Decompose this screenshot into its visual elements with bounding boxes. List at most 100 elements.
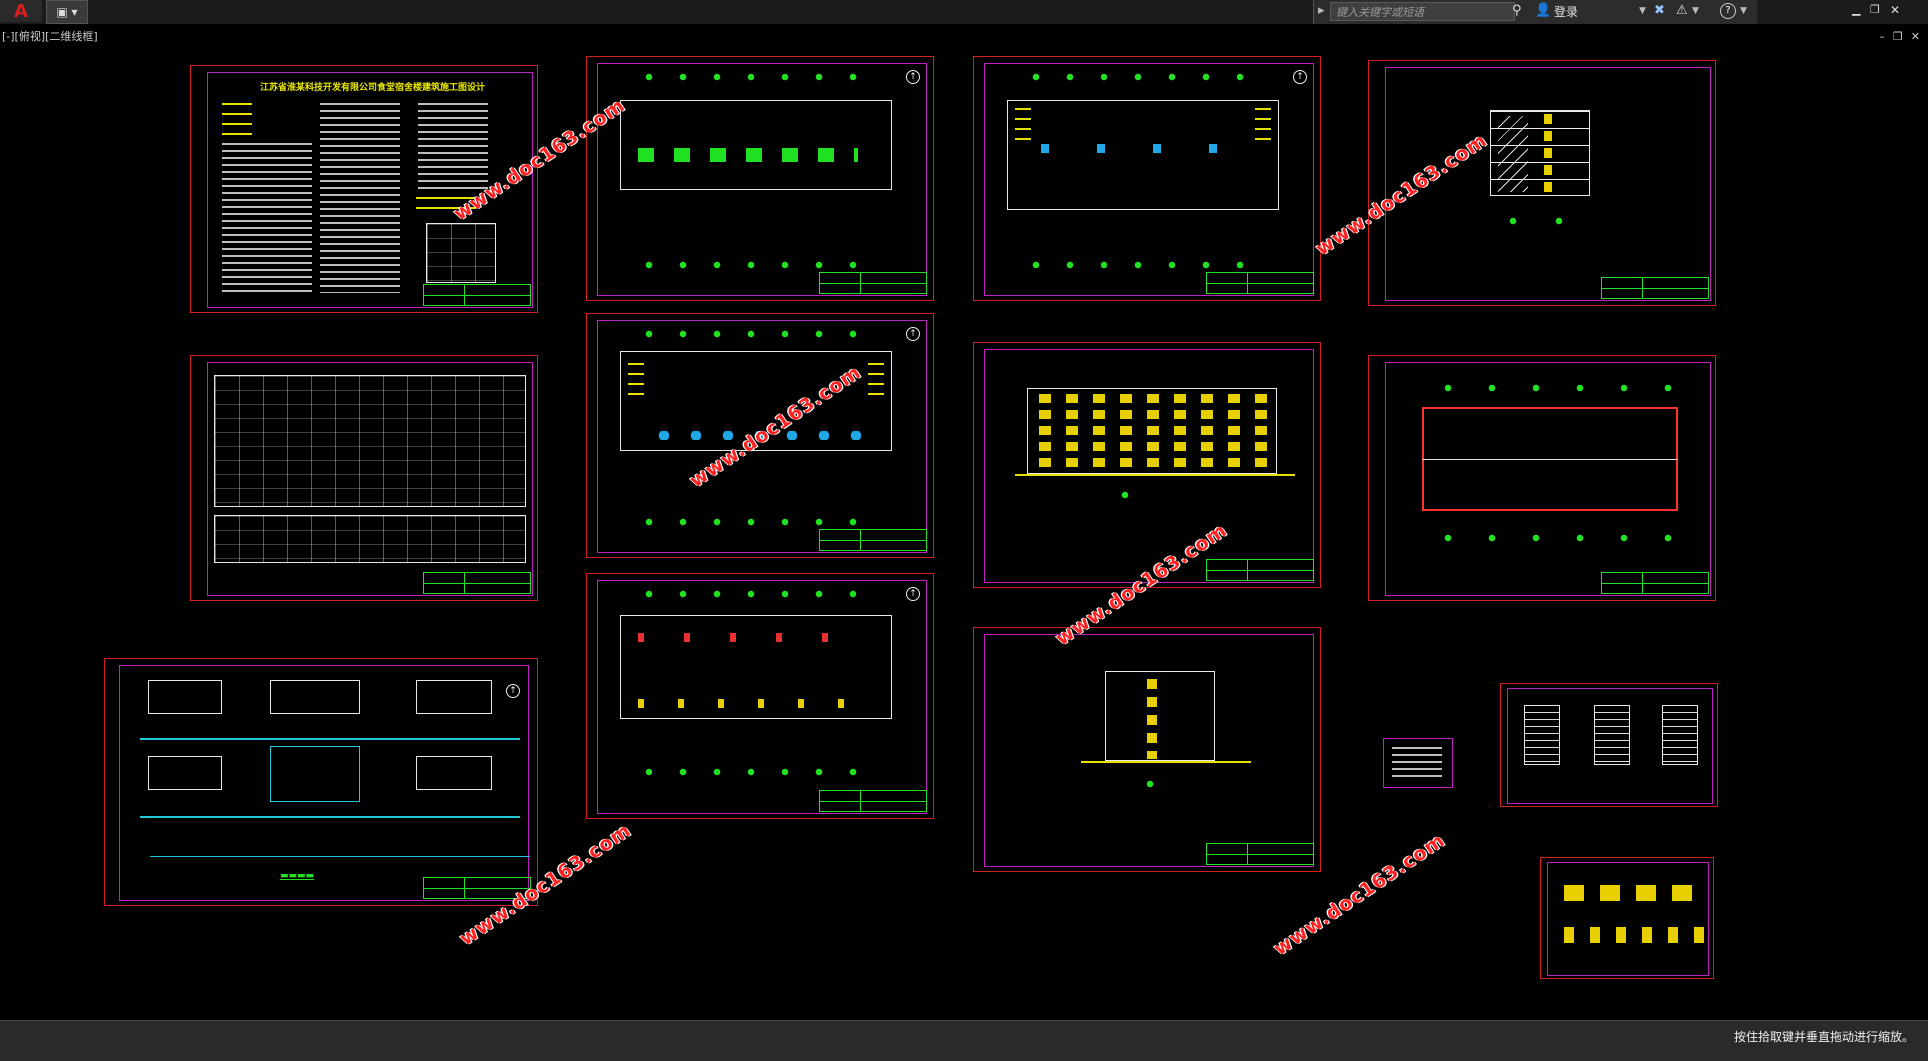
roof-ridge-line xyxy=(1422,459,1678,460)
exchange-icon[interactable]: ✖ xyxy=(1654,3,1665,18)
sheet-finish-schedule[interactable] xyxy=(190,355,538,601)
title-block xyxy=(1206,559,1314,581)
restore-drawing-icon[interactable]: ❐ xyxy=(1892,30,1903,43)
door-marks xyxy=(638,699,868,708)
round-tables xyxy=(648,431,868,440)
search-input[interactable]: 键入关键字或短语 xyxy=(1330,2,1515,21)
north-arrow-icon: ↑ xyxy=(1293,70,1307,84)
help-icon[interactable]: ? xyxy=(1720,3,1736,19)
sheet-typical-floor-plan[interactable]: ↑ xyxy=(586,573,934,819)
close-drawing-icon[interactable]: ✕ xyxy=(1910,30,1920,43)
stair-flights xyxy=(1498,116,1528,192)
site-road xyxy=(140,738,520,740)
cover-title: 江苏省淮某科技开发有限公司食堂宿舍楼建筑施工图设计 xyxy=(260,83,486,93)
grid-axis-bubbles xyxy=(1025,490,1285,500)
quick-access-button[interactable]: ▣ ▾ xyxy=(46,0,88,24)
floor-plan-outline xyxy=(620,615,892,719)
stair-plan xyxy=(1594,705,1630,765)
sheet-second-floor-plan[interactable]: ↑ xyxy=(586,313,934,558)
stair-symbol xyxy=(1015,108,1031,148)
north-arrow-icon: ↑ xyxy=(506,684,520,698)
sheet-detail-small[interactable] xyxy=(1383,738,1453,788)
title-block xyxy=(819,529,927,551)
room-fixtures xyxy=(1041,144,1261,153)
window-row xyxy=(1039,426,1269,435)
window-row xyxy=(1039,394,1269,403)
sheet-roof-plan[interactable] xyxy=(1368,355,1716,601)
site-building xyxy=(148,680,222,714)
command-line-bar[interactable]: 按住拾取键并垂直拖动进行缩放。 xyxy=(0,1020,1928,1061)
title-block xyxy=(1601,277,1709,299)
title-block xyxy=(1206,843,1314,865)
restore-app-icon[interactable]: ❐ xyxy=(1870,3,1880,16)
close-app-icon[interactable]: ✕ xyxy=(1890,3,1901,17)
grid-axis-bubbles xyxy=(1095,779,1225,789)
chevron-down-icon[interactable]: ▼ xyxy=(1639,6,1646,16)
infocenter-bar: ▸ 键入关键字或短语 ⚲ 👤 登录 ▼ ✖ ⚠ ▼ ? ▼ xyxy=(1313,0,1757,24)
door-elevations xyxy=(1564,927,1704,943)
application-menu-button[interactable]: A xyxy=(0,0,42,22)
site-building xyxy=(270,680,360,714)
title-block xyxy=(819,272,927,294)
status-message: 按住拾取键并垂直拖动进行缩放。 xyxy=(1733,1030,1914,1044)
north-arrow-icon: ↑ xyxy=(906,70,920,84)
sheet-site-plan[interactable]: ↑ ▬▬▬▬ xyxy=(104,658,538,906)
viewport-controls-label[interactable]: [-][俯视][二维线框] xyxy=(2,30,98,43)
window-row xyxy=(1039,442,1269,451)
dining-tables xyxy=(638,148,858,162)
door-window-table xyxy=(426,223,496,283)
app-logo-icon: A xyxy=(14,0,28,22)
elevation-outline xyxy=(1105,671,1215,761)
grid-axis-bubbles xyxy=(632,260,872,270)
sheet-window-details[interactable] xyxy=(1540,857,1714,979)
connect-icon[interactable]: ⚠ xyxy=(1676,3,1688,18)
floor-plan-outline xyxy=(1007,100,1279,210)
grid-axis-bubbles xyxy=(632,72,872,82)
grid-axis-bubbles xyxy=(632,329,872,339)
binoculars-icon[interactable]: ⚲ xyxy=(1512,3,1522,18)
room-finish-table xyxy=(214,515,526,563)
stair-plan xyxy=(1524,705,1560,765)
floor-plan-outline xyxy=(620,351,892,451)
notes-yellow-marks xyxy=(416,197,476,209)
user-icon: 👤 xyxy=(1535,3,1552,18)
notes-column-3 xyxy=(418,103,488,193)
minimize-app-icon[interactable]: ▁ xyxy=(1852,3,1861,16)
sheet-section[interactable] xyxy=(1368,60,1716,306)
sheet-side-elevation[interactable] xyxy=(973,627,1321,872)
bathroom-fixtures xyxy=(638,633,868,642)
grid-axis-bubbles xyxy=(1019,260,1259,270)
north-arrow-icon: ↑ xyxy=(906,327,920,341)
login-button[interactable]: 登录 xyxy=(1554,5,1579,19)
stair-windows xyxy=(1147,679,1157,759)
grid-axis-bubbles xyxy=(1426,533,1686,543)
grid-axis-bubbles xyxy=(1019,72,1259,82)
window-elevations xyxy=(1564,885,1704,901)
site-building xyxy=(416,680,492,714)
notes-column-2 xyxy=(320,103,400,293)
ground-line xyxy=(1015,474,1295,476)
chevron-down-icon[interactable]: ▼ xyxy=(1740,6,1747,16)
finish-schedule-table xyxy=(214,375,526,507)
expand-arrow-icon[interactable]: ▸ xyxy=(1318,3,1325,18)
section-windows xyxy=(1544,114,1552,192)
stair-symbol xyxy=(628,363,644,403)
window-row xyxy=(1039,410,1269,419)
title-block xyxy=(423,284,531,306)
title-bar: A ▣ ▾ ▸ 键入关键字或短语 ⚲ 👤 登录 ▼ ✖ ⚠ ▼ ? ▼ ▁ ❐ … xyxy=(0,0,1928,24)
sheet-south-elevation[interactable] xyxy=(973,342,1321,588)
grid-axis-bubbles xyxy=(1490,216,1600,226)
elevation-outline xyxy=(1027,388,1277,474)
stair-symbol xyxy=(868,363,884,403)
drawing-title-marker: ▬▬▬▬ xyxy=(280,871,315,881)
chevron-down-icon[interactable]: ▼ xyxy=(1692,6,1699,16)
notes-heading-marks xyxy=(222,103,252,137)
sheet-upper-floor-plan[interactable]: ↑ xyxy=(973,56,1321,301)
minimize-drawing-icon[interactable]: – xyxy=(1879,30,1885,43)
sheet-design-notes[interactable]: 江苏省淮某科技开发有限公司食堂宿舍楼建筑施工图设计 xyxy=(190,65,538,313)
sheet-first-floor-plan[interactable]: ↑ xyxy=(586,56,934,301)
site-building xyxy=(416,756,492,790)
quick-access-icon: ▣ ▾ xyxy=(56,5,78,19)
detail-lines xyxy=(1392,747,1442,779)
sheet-stair-details[interactable] xyxy=(1500,683,1718,807)
